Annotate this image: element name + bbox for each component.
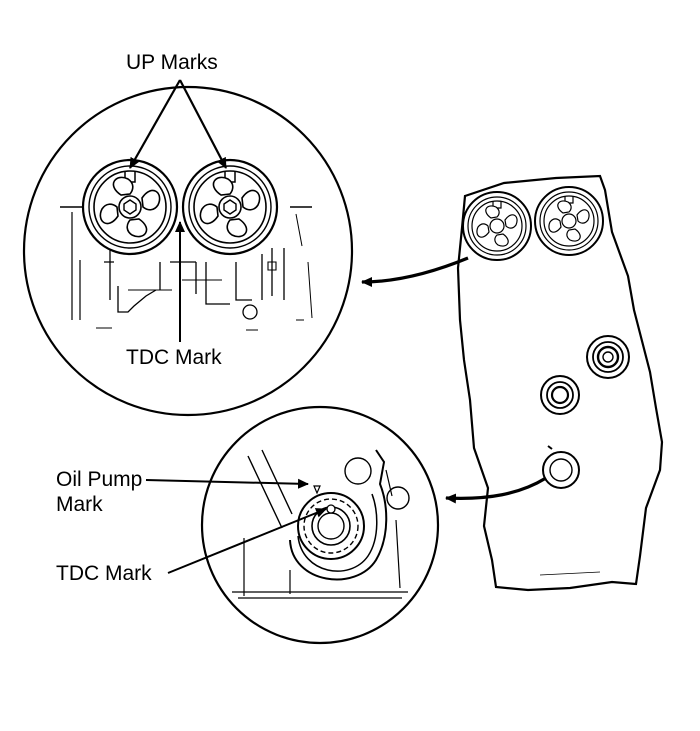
small-exhaust-pulley — [534, 186, 604, 256]
oil-pump-mark-label-line2: Mark — [56, 493, 103, 516]
oil-pump-mark-label-line1: Oil Pump — [56, 468, 143, 491]
tdc-mark-bottom-label: TDC Mark — [56, 562, 152, 585]
camshaft-detail-circle — [24, 87, 352, 415]
arrow-to-crankshaft-detail — [445, 478, 546, 504]
idler-pulley-lower — [541, 376, 579, 414]
oil-pump-mark-leader — [146, 478, 309, 489]
tdc-mark-top-label: TDC Mark — [126, 346, 222, 369]
small-intake-pulley — [462, 191, 532, 261]
intake-cam-pulley — [81, 158, 179, 256]
up-marks-leader-left — [130, 80, 180, 169]
exhaust-cam-pulley — [181, 158, 279, 256]
arrow-to-camshaft-detail — [361, 258, 468, 287]
engine-block — [458, 176, 662, 590]
crank-pulley-small — [543, 446, 579, 488]
tdc-mark-bottom-leader — [168, 509, 327, 573]
up-marks-leader-right — [180, 80, 226, 169]
up-marks-label: UP Marks — [126, 51, 218, 74]
crankshaft-detail-circle — [202, 407, 438, 643]
idler-pulley-upper — [587, 336, 629, 378]
